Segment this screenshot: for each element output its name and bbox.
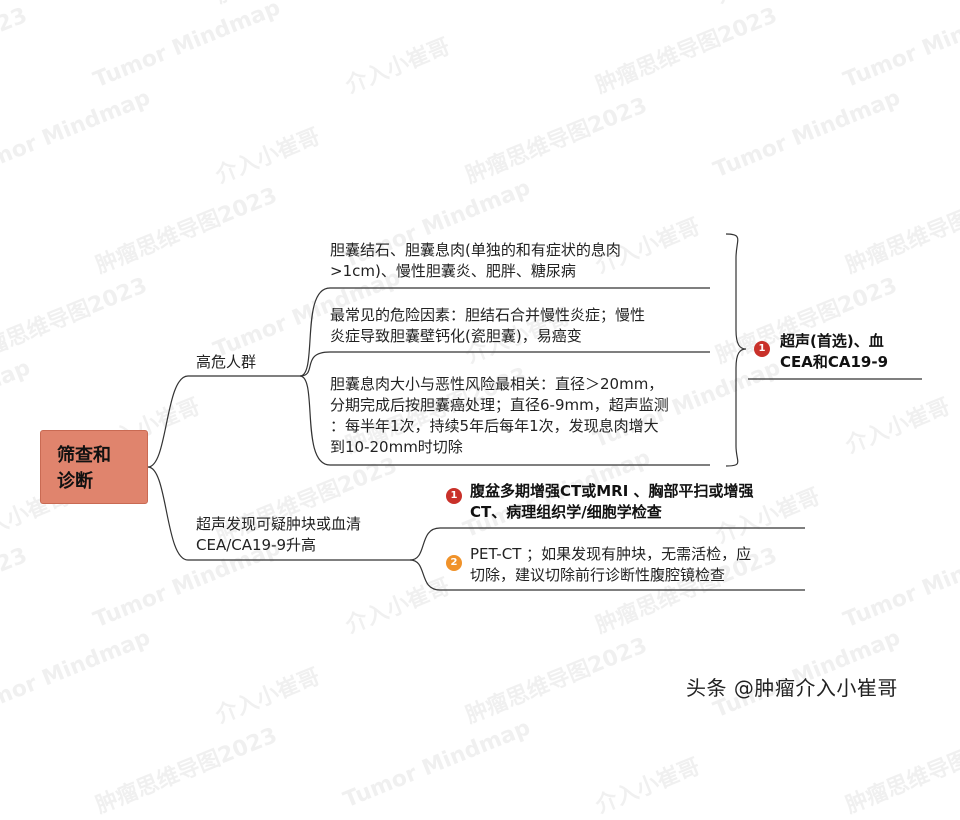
connector-b1-c1 (299, 287, 710, 377)
connector-root-branch1 (147, 375, 300, 468)
text-line: PET-CT ；如果发现有肿块，无需活检，应 (470, 545, 752, 563)
suspicious-mass-item-1[interactable]: 腹盆多期增强CT或MRI 、胸部平扫或增强 CT、病理组织学/细胞学检查 (470, 481, 754, 523)
text-line: CT、病理组织学/细胞学检查 (470, 503, 662, 521)
text-line: 超声发现可疑肿块或血清 (196, 515, 362, 533)
priority-2-icon: 2 (446, 555, 462, 571)
suspicious-mass-item-2[interactable]: PET-CT ；如果发现有肿块，无需活检，应 切除，建议切除前行诊断性腹腔镜检查 (470, 544, 751, 586)
footer-credit: 头条 @肿瘤介入小崔哥 (686, 676, 898, 700)
priority-1-icon: 1 (754, 341, 770, 357)
root-label-line1: 筛查和 (57, 445, 111, 466)
text-line: 最常见的危险因素：胆结石合并慢性炎症；慢性 (330, 306, 646, 324)
text-line: ：每半年1次，持续5年后每年1次，发现息肉增大 (330, 417, 659, 435)
text-line: 到10-20mm时切除 (330, 438, 463, 456)
watermark-text: Tumor Mindmap (340, 715, 535, 814)
branch-high-risk-label: 高危人群 (196, 353, 257, 371)
watermark-text: 肿瘤思维导图2023 (92, 723, 281, 819)
priority-1-icon: 1 (446, 488, 462, 504)
high-risk-item-2[interactable]: 最常见的危险因素：胆结石合并慢性炎症；慢性 炎症导致胆囊壁钙化(瓷胆囊)，易癌变 (330, 305, 645, 347)
branch-high-risk[interactable]: 高危人群 (196, 352, 256, 373)
summary-bracket (725, 233, 747, 467)
text-line: >1cm)、慢性胆囊炎、肥胖、糖尿病 (330, 262, 576, 280)
text-line: 胆囊息肉大小与恶性风险最相关：直径＞20mm， (330, 375, 664, 393)
text-line: CEA/CA19-9升高 (196, 536, 317, 554)
connector-root-branch2 (147, 466, 410, 561)
connector-b2-c1 (409, 527, 805, 561)
text-line: 胆囊结石、胆囊息肉(单独的和有症状的息肉 (330, 241, 621, 259)
mindmap-connectors (147, 233, 922, 591)
root-node[interactable]: 筛查和 诊断 (40, 430, 148, 504)
text-line: CEA和CA19-9 (780, 353, 889, 371)
watermark-text: 介入小崔哥 (592, 754, 704, 819)
connector-b1-c3 (299, 375, 710, 466)
high-risk-item-1[interactable]: 胆囊结石、胆囊息肉(单独的和有症状的息肉 >1cm)、慢性胆囊炎、肥胖、糖尿病 (330, 240, 621, 282)
watermark-text: 肿瘤思维导图2023 (842, 723, 960, 819)
text-line: 炎症导致胆囊壁钙化(瓷胆囊)，易癌变 (330, 327, 582, 345)
text-line: 超声(首选)、血 (780, 332, 884, 350)
connector-b1-c2 (299, 351, 710, 377)
text-line: 腹盆多期增强CT或MRI 、胸部平扫或增强 (470, 482, 754, 500)
high-risk-item-3[interactable]: 胆囊息肉大小与恶性风险最相关：直径＞20mm， 分期完成后按胆囊癌处理；直径6-… (330, 374, 669, 458)
text-line: 切除，建议切除前行诊断性腹腔镜检查 (470, 566, 726, 584)
text-line: 分期完成后按胆囊癌处理；直径6-9mm，超声监测 (330, 396, 669, 414)
branch-suspicious-mass[interactable]: 超声发现可疑肿块或血清 CEA/CA19-9升高 (196, 514, 361, 556)
summary-screening-method[interactable]: 超声(首选)、血 CEA和CA19-9 (780, 331, 888, 373)
connector-b2-c2 (409, 559, 805, 591)
root-label-line2: 诊断 (57, 471, 93, 492)
